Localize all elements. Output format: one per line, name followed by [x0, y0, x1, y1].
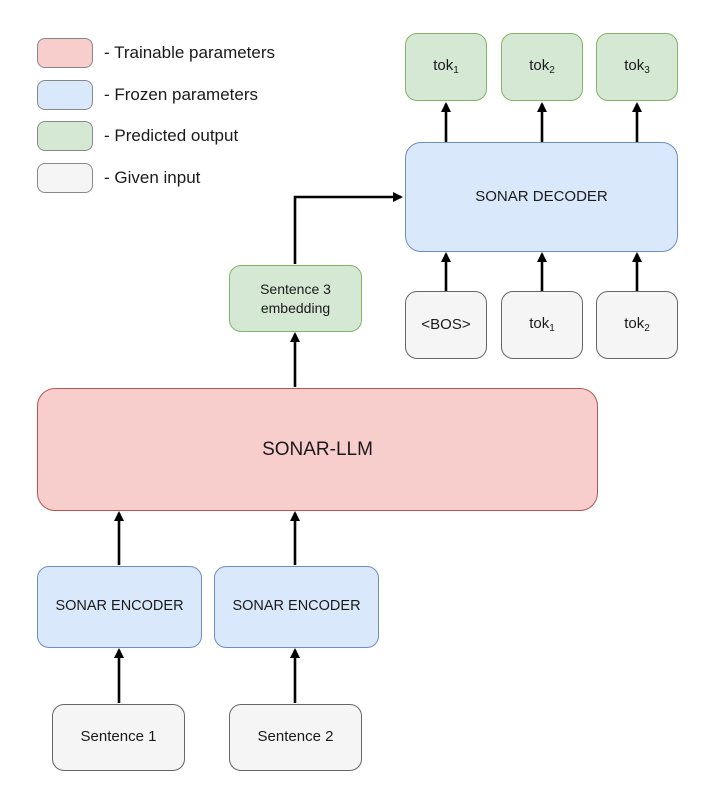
- legend-swatch-frozen: [37, 80, 93, 110]
- arrow-embedding-to-decoder: [293, 192, 403, 264]
- legend-label-predicted: - Predicted output: [104, 126, 239, 145]
- legend-label-given: - Given input: [104, 168, 201, 187]
- sonar-decoder-label: SONAR DECODER: [475, 187, 608, 205]
- output-token-2-label: tok: [529, 57, 550, 75]
- sonar-encoder-2-label: SONAR ENCODER: [232, 598, 361, 615]
- output-token-2: tok2: [501, 33, 583, 101]
- decoder-input-bos-label: <BOS>: [421, 315, 471, 333]
- sonar-decoder: SONAR DECODER: [405, 142, 678, 252]
- decoder-input-token-1: tok1: [501, 291, 583, 359]
- sonar-llm: SONAR-LLM: [37, 388, 598, 511]
- embedding-line1: Sentence 3: [260, 280, 331, 297]
- legend-label-trainable: - Trainable parameters: [104, 43, 276, 62]
- decoder-input-bos: <BOS>: [405, 291, 487, 359]
- decoder-input-token-2: tok2: [596, 291, 678, 359]
- decoder-input-token-1-sub: 1: [549, 323, 555, 335]
- decoder-input-token-2-label: tok: [624, 315, 645, 333]
- sentence-1-input: Sentence 1: [52, 704, 185, 771]
- sentence-1-label: Sentence 1: [80, 728, 157, 746]
- sonar-encoder-2: SONAR ENCODER: [214, 566, 379, 648]
- output-token-1-sub: 1: [453, 65, 459, 77]
- sentence-2-label: Sentence 2: [257, 728, 334, 746]
- sentence-2-input: Sentence 2: [229, 704, 362, 771]
- legend-swatch-given: [37, 163, 93, 193]
- output-token-2-sub: 2: [549, 65, 555, 77]
- output-token-3-sub: 3: [644, 65, 650, 77]
- sonar-llm-label: SONAR-LLM: [262, 438, 373, 460]
- output-token-1-label: tok: [433, 57, 454, 75]
- decoder-input-token-1-label: tok: [529, 315, 550, 333]
- legend-swatch-predicted: [37, 121, 93, 151]
- embedding-line2: embedding: [260, 299, 331, 316]
- decoder-input-token-2-sub: 2: [644, 323, 650, 335]
- output-token-3: tok3: [596, 33, 678, 101]
- sonar-encoder-1: SONAR ENCODER: [37, 566, 202, 648]
- sentence3-embedding: Sentence 3 embedding: [229, 265, 362, 332]
- sonar-encoder-1-label: SONAR ENCODER: [55, 598, 184, 615]
- legend-swatch-trainable: [37, 38, 93, 68]
- legend-label-frozen: - Frozen parameters: [104, 85, 258, 104]
- output-token-1: tok1: [405, 33, 487, 101]
- output-token-3-label: tok: [624, 57, 645, 75]
